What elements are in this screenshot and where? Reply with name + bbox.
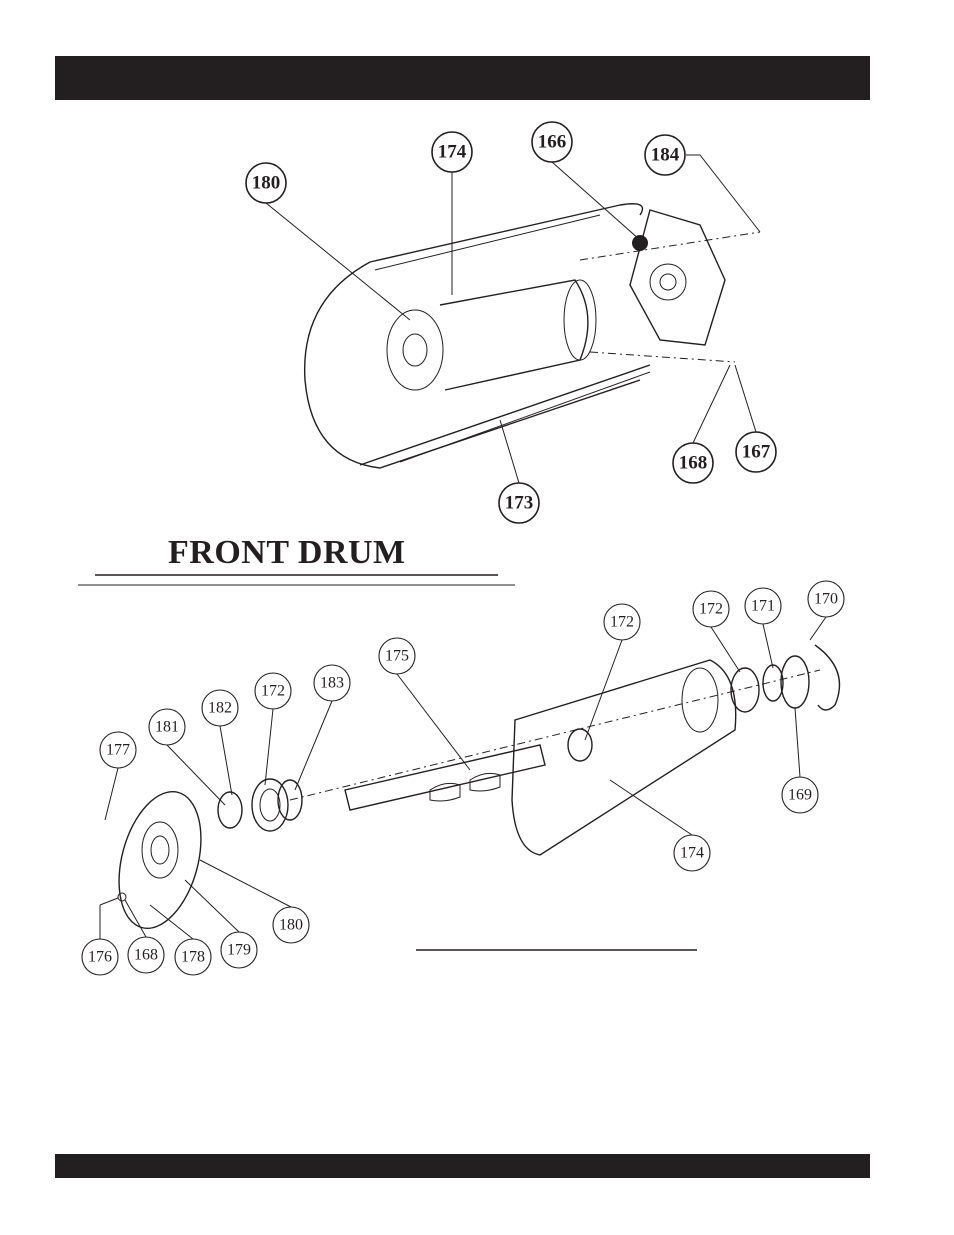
svg-text:173: 173	[505, 493, 534, 514]
callout-172: 172	[603, 603, 641, 641]
svg-text:176: 176	[88, 949, 112, 966]
leader-lines	[99, 154, 827, 940]
footer-bar	[55, 1154, 870, 1178]
callout-178: 178	[174, 938, 212, 976]
svg-text:172: 172	[261, 683, 285, 700]
svg-text:170: 170	[814, 591, 838, 608]
callout-179: 179	[220, 931, 258, 969]
svg-text:179: 179	[227, 942, 251, 959]
callout-175: 175	[378, 637, 416, 675]
svg-text:182: 182	[208, 700, 232, 717]
callout-183: 183	[313, 664, 351, 702]
section-title: FRONT DRUM	[168, 534, 406, 571]
callout-172: 172	[254, 672, 292, 710]
svg-text:180: 180	[279, 917, 303, 934]
callout-174: 174	[431, 131, 473, 173]
svg-text:171: 171	[751, 598, 775, 615]
svg-text:174: 174	[438, 142, 467, 163]
callout-170: 170	[807, 580, 845, 618]
shaft-assembly-drawing	[99, 644, 841, 930]
callout-168: 168	[672, 442, 714, 484]
svg-text:181: 181	[155, 719, 179, 736]
callout-172: 172	[692, 590, 730, 628]
callout-174: 174	[673, 834, 711, 872]
callout-177: 177	[99, 731, 137, 769]
svg-text:177: 177	[106, 742, 130, 759]
callout-173: 173	[498, 482, 540, 524]
header-bar	[55, 56, 870, 100]
callout-180: 180	[272, 906, 310, 944]
callout-180: 180	[245, 162, 287, 204]
svg-text:172: 172	[610, 614, 634, 631]
svg-text:167: 167	[742, 442, 771, 463]
svg-text:166: 166	[538, 132, 567, 153]
front-drum-assembly-drawing	[303, 203, 761, 469]
callout-169: 169	[781, 776, 819, 814]
svg-text:175: 175	[385, 648, 409, 665]
callout-176: 176	[81, 938, 119, 976]
svg-text:169: 169	[788, 787, 812, 804]
svg-text:178: 178	[181, 949, 205, 966]
callout-184: 184	[644, 134, 686, 176]
callout-166: 166	[531, 121, 573, 163]
callout-168: 168	[127, 936, 165, 974]
callout-171: 171	[744, 587, 782, 625]
svg-text:184: 184	[651, 145, 680, 166]
callout-182: 182	[201, 689, 239, 727]
svg-text:172: 172	[699, 601, 723, 618]
svg-text:168: 168	[679, 453, 708, 474]
svg-text:174: 174	[680, 845, 704, 862]
callout-181: 181	[148, 708, 186, 746]
svg-text:180: 180	[252, 173, 281, 194]
svg-text:183: 183	[320, 675, 344, 692]
svg-text:168: 168	[134, 947, 158, 964]
callout-167: 167	[735, 431, 777, 473]
